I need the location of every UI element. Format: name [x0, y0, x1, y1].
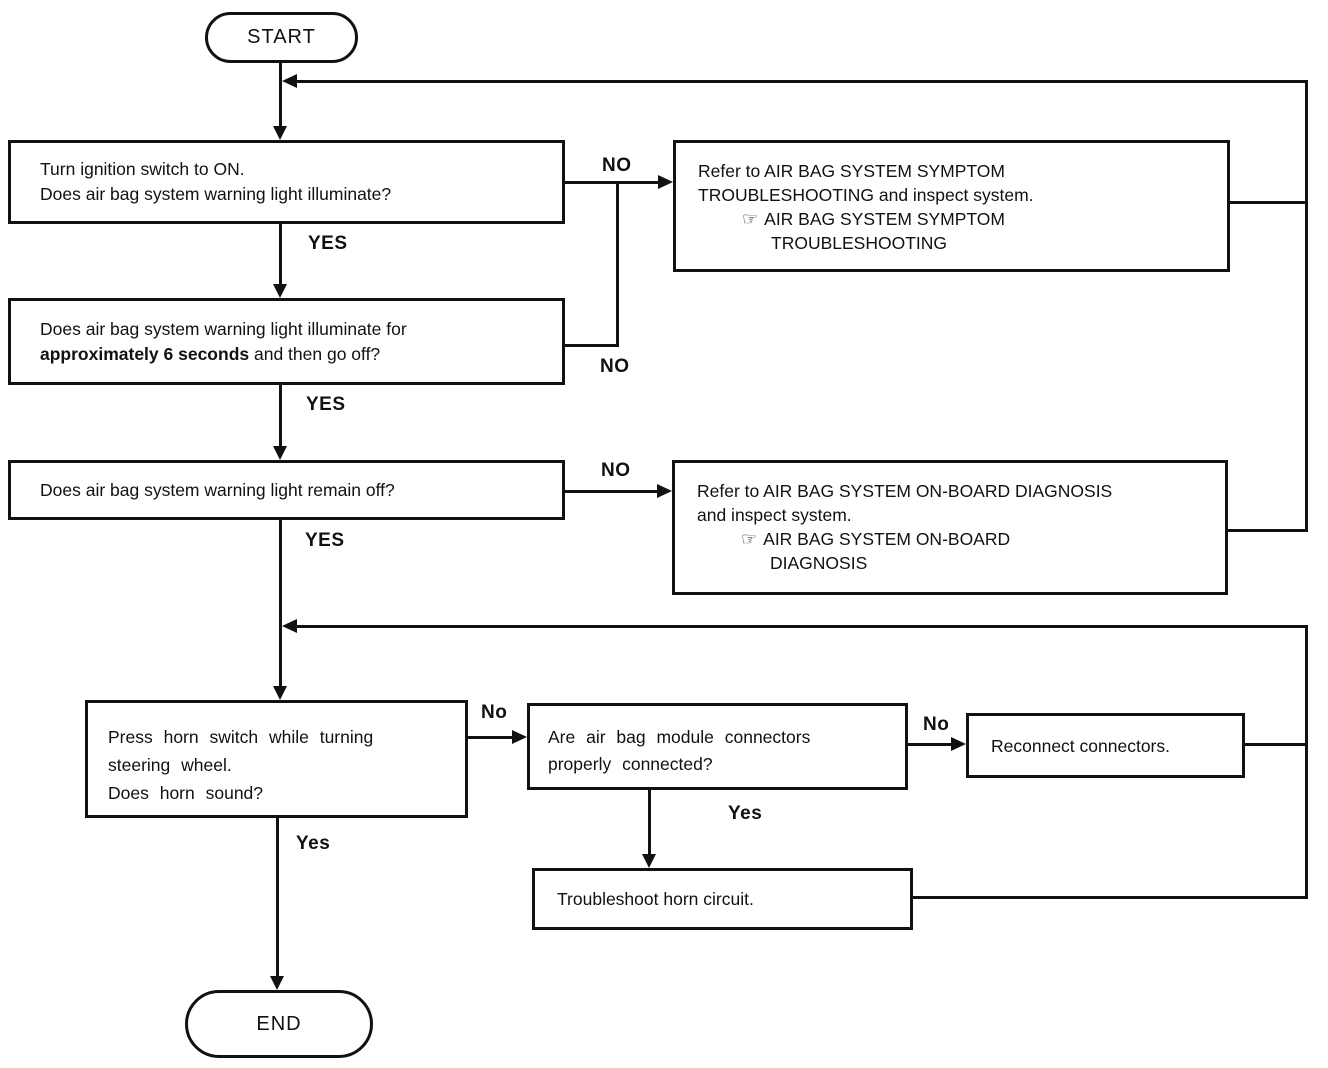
question-six-seconds-bold: approximately 6 seconds	[40, 344, 250, 364]
edge-q3-to-q4-arrowhead	[273, 686, 287, 700]
edge-q5-no-line	[908, 743, 953, 746]
edge-q3-no-arrowhead	[657, 484, 672, 498]
edge-label-no5: No	[923, 714, 950, 735]
start-label: START	[247, 26, 316, 48]
question-horn-line1: Press horn switch while turning	[108, 727, 374, 747]
end-terminal: END	[185, 990, 373, 1058]
edge-q4-to-end-arrowhead	[270, 976, 284, 990]
action-horn-circuit-box: Troubleshoot horn circuit.	[532, 868, 913, 930]
question-connectors-line1: Are air bag module connectors	[548, 727, 811, 747]
question-horn-line2: steering wheel.	[108, 755, 232, 775]
question-horn-line3: Does horn sound?	[108, 783, 264, 803]
edge-reconnect-to-return-line	[1245, 743, 1308, 746]
ref-symptom-box: Refer to AIR BAG SYSTEM SYMPTOM TROUBLES…	[673, 140, 1230, 272]
edge-q2-to-q3-arrowhead	[273, 446, 287, 460]
edge-label-no1: NO	[602, 155, 632, 176]
feedback-top-line	[294, 80, 1308, 83]
pointing-hand-icon: ☞	[741, 529, 758, 549]
question-remain-off-box: Does air bag system warning light remain…	[8, 460, 565, 520]
edge-label-no3: NO	[601, 460, 631, 481]
edge-q4-to-end-line	[276, 818, 279, 976]
edge-start-to-q1-line	[279, 63, 282, 126]
question-connectors-line2: properly connected?	[548, 754, 713, 774]
edge-q4-no-line	[468, 736, 514, 739]
edge-q2-to-q3-line	[279, 385, 282, 446]
edge-label-yes1: YES	[308, 233, 348, 254]
edge-q3-no-line	[565, 490, 658, 493]
edge-q2-no-horizontal-line	[565, 344, 619, 347]
ref-onboard-reference: ☞AIR BAG SYSTEM ON-BOARD	[697, 527, 1217, 551]
edge-label-yes2: YES	[306, 394, 346, 415]
question-six-seconds-line1: Does air bag system warning light illumi…	[40, 319, 407, 339]
edge-q5-yes-arrowhead	[642, 854, 656, 868]
edge-q2-no-vertical-line	[616, 181, 619, 347]
ref-symptom-line2: TROUBLESHOOTING and inspect system.	[698, 185, 1034, 205]
edge-q1-no-arrowhead	[658, 175, 673, 189]
ref-onboard-box: Refer to AIR BAG SYSTEM ON-BOARD DIAGNOS…	[672, 460, 1228, 595]
ref-symptom-ref-line1: AIR BAG SYSTEM SYMPTOM	[764, 209, 1005, 229]
right-return-line-upper	[1305, 80, 1308, 532]
edge-q5-no-arrowhead	[951, 737, 966, 751]
edge-q3-to-q4-line	[279, 520, 282, 686]
edge-q5-yes-line	[648, 790, 651, 854]
question-remain-off-label: Does air bag system warning light remain…	[40, 480, 395, 500]
feedback-mid-arrowhead	[282, 619, 297, 633]
question-connectors-box: Are air bag module connectors properly c…	[527, 703, 908, 790]
ref-symptom-line1: Refer to AIR BAG SYSTEM SYMPTOM	[698, 161, 1005, 181]
edge-q1-to-q2-arrowhead	[273, 284, 287, 298]
edge-label-yes4: Yes	[296, 833, 331, 854]
edge-start-to-q1-arrowhead	[273, 126, 287, 140]
pointing-hand-icon: ☞	[742, 209, 759, 229]
feedback-mid-line	[294, 625, 1308, 628]
action-horn-circuit-label: Troubleshoot horn circuit.	[557, 889, 754, 909]
edge-q1-to-q2-line	[279, 224, 282, 284]
ref-onboard-line1: Refer to AIR BAG SYSTEM ON-BOARD DIAGNOS…	[697, 481, 1113, 501]
question-ignition-line2: Does air bag system warning light illumi…	[40, 184, 392, 204]
question-six-seconds-box: Does air bag system warning light illumi…	[8, 298, 565, 385]
edge-label-yes5: Yes	[728, 803, 763, 824]
ref-symptom-reference: ☞AIR BAG SYSTEM SYMPTOM	[698, 207, 1219, 231]
edge-q1-no-line	[565, 181, 659, 184]
action-reconnect-label: Reconnect connectors.	[991, 736, 1170, 756]
question-horn-box: Press horn switch while turning steering…	[85, 700, 468, 818]
question-six-seconds-rest: and then go off?	[249, 344, 381, 364]
edge-label-yes3: YES	[305, 530, 345, 551]
end-label: END	[256, 1012, 302, 1035]
feedback-top-arrowhead	[282, 74, 297, 88]
ref-onboard-ref-line2: DIAGNOSIS	[770, 553, 868, 573]
edge-label-no4: No	[481, 702, 508, 723]
edge-q4-no-arrowhead	[512, 730, 527, 744]
question-six-seconds-line2: approximately 6 seconds and then go off?	[40, 342, 552, 367]
question-ignition-line1: Turn ignition switch to ON.	[40, 159, 245, 179]
edge-refonboard-to-return-line	[1228, 529, 1308, 532]
question-ignition-box: Turn ignition switch to ON. Does air bag…	[8, 140, 565, 224]
ref-symptom-ref-line2: TROUBLESHOOTING	[771, 233, 947, 253]
action-reconnect-box: Reconnect connectors.	[966, 713, 1245, 778]
edge-label-no2: NO	[600, 356, 630, 377]
ref-onboard-ref-line1: AIR BAG SYSTEM ON-BOARD	[763, 529, 1011, 549]
start-terminal: START	[205, 12, 358, 63]
right-return-line-lower	[1305, 625, 1308, 899]
edge-refsymptom-to-return-line	[1230, 201, 1308, 204]
ref-onboard-line2: and inspect system.	[697, 505, 852, 525]
edge-horncircuit-to-return-line	[913, 896, 1308, 899]
